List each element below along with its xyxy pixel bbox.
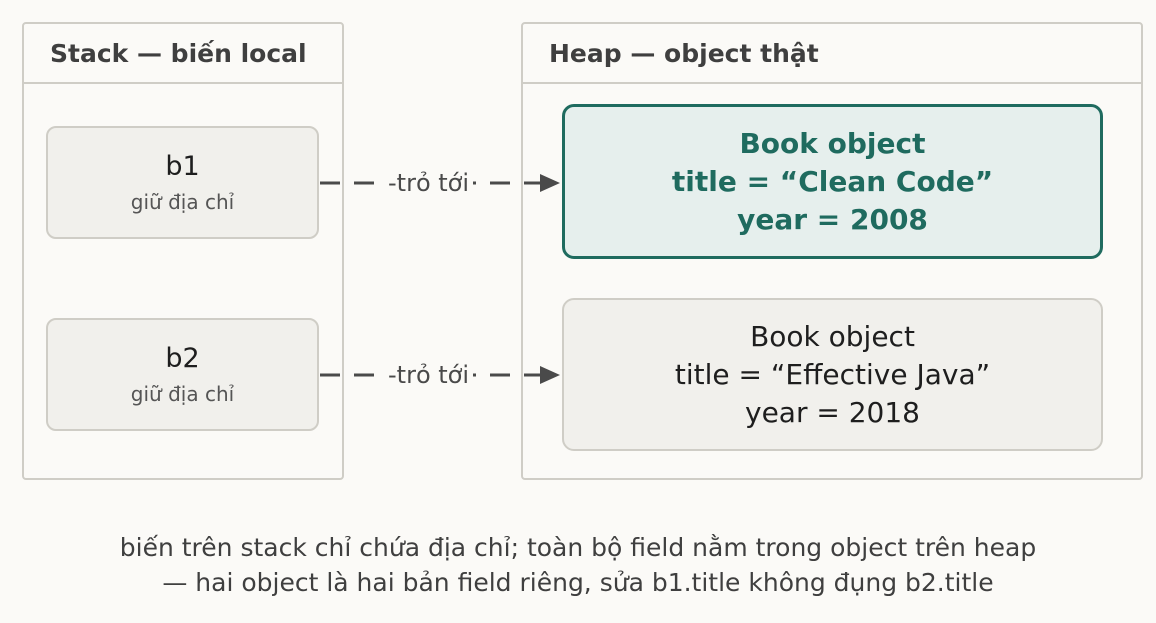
variable-note: giữ địa chỉ	[130, 381, 235, 406]
heap-object-clean-code: Book object title = “Clean Code” year = …	[562, 104, 1103, 259]
object-title-field: title = “Effective Java”	[674, 357, 991, 391]
heap-panel-title: Heap — object thật	[523, 24, 1141, 84]
object-type: Book object	[739, 126, 926, 160]
stack-variable-b2: b2 giữ địa chỉ	[46, 318, 319, 431]
variable-name: b1	[165, 151, 200, 183]
variable-name: b2	[165, 343, 200, 375]
stack-panel-title: Stack — biến local	[24, 24, 342, 84]
object-title-field: title = “Clean Code”	[671, 164, 994, 198]
arrow-label: -trỏ tới	[384, 169, 474, 197]
caption-line-2: — hai object là hai bản field riêng, sửa…	[162, 568, 994, 597]
heap-object-effective-java: Book object title = “Effective Java” yea…	[562, 298, 1103, 451]
object-type: Book object	[750, 319, 915, 353]
stack-variable-b1: b1 giữ địa chỉ	[46, 126, 319, 239]
caption-line-1: biến trên stack chỉ chứa địa chỉ; toàn b…	[119, 533, 1037, 562]
variable-note: giữ địa chỉ	[130, 189, 235, 214]
object-year-field: year = 2008	[737, 202, 928, 236]
arrow-label: -trỏ tới	[384, 361, 474, 389]
object-year-field: year = 2018	[745, 395, 920, 429]
